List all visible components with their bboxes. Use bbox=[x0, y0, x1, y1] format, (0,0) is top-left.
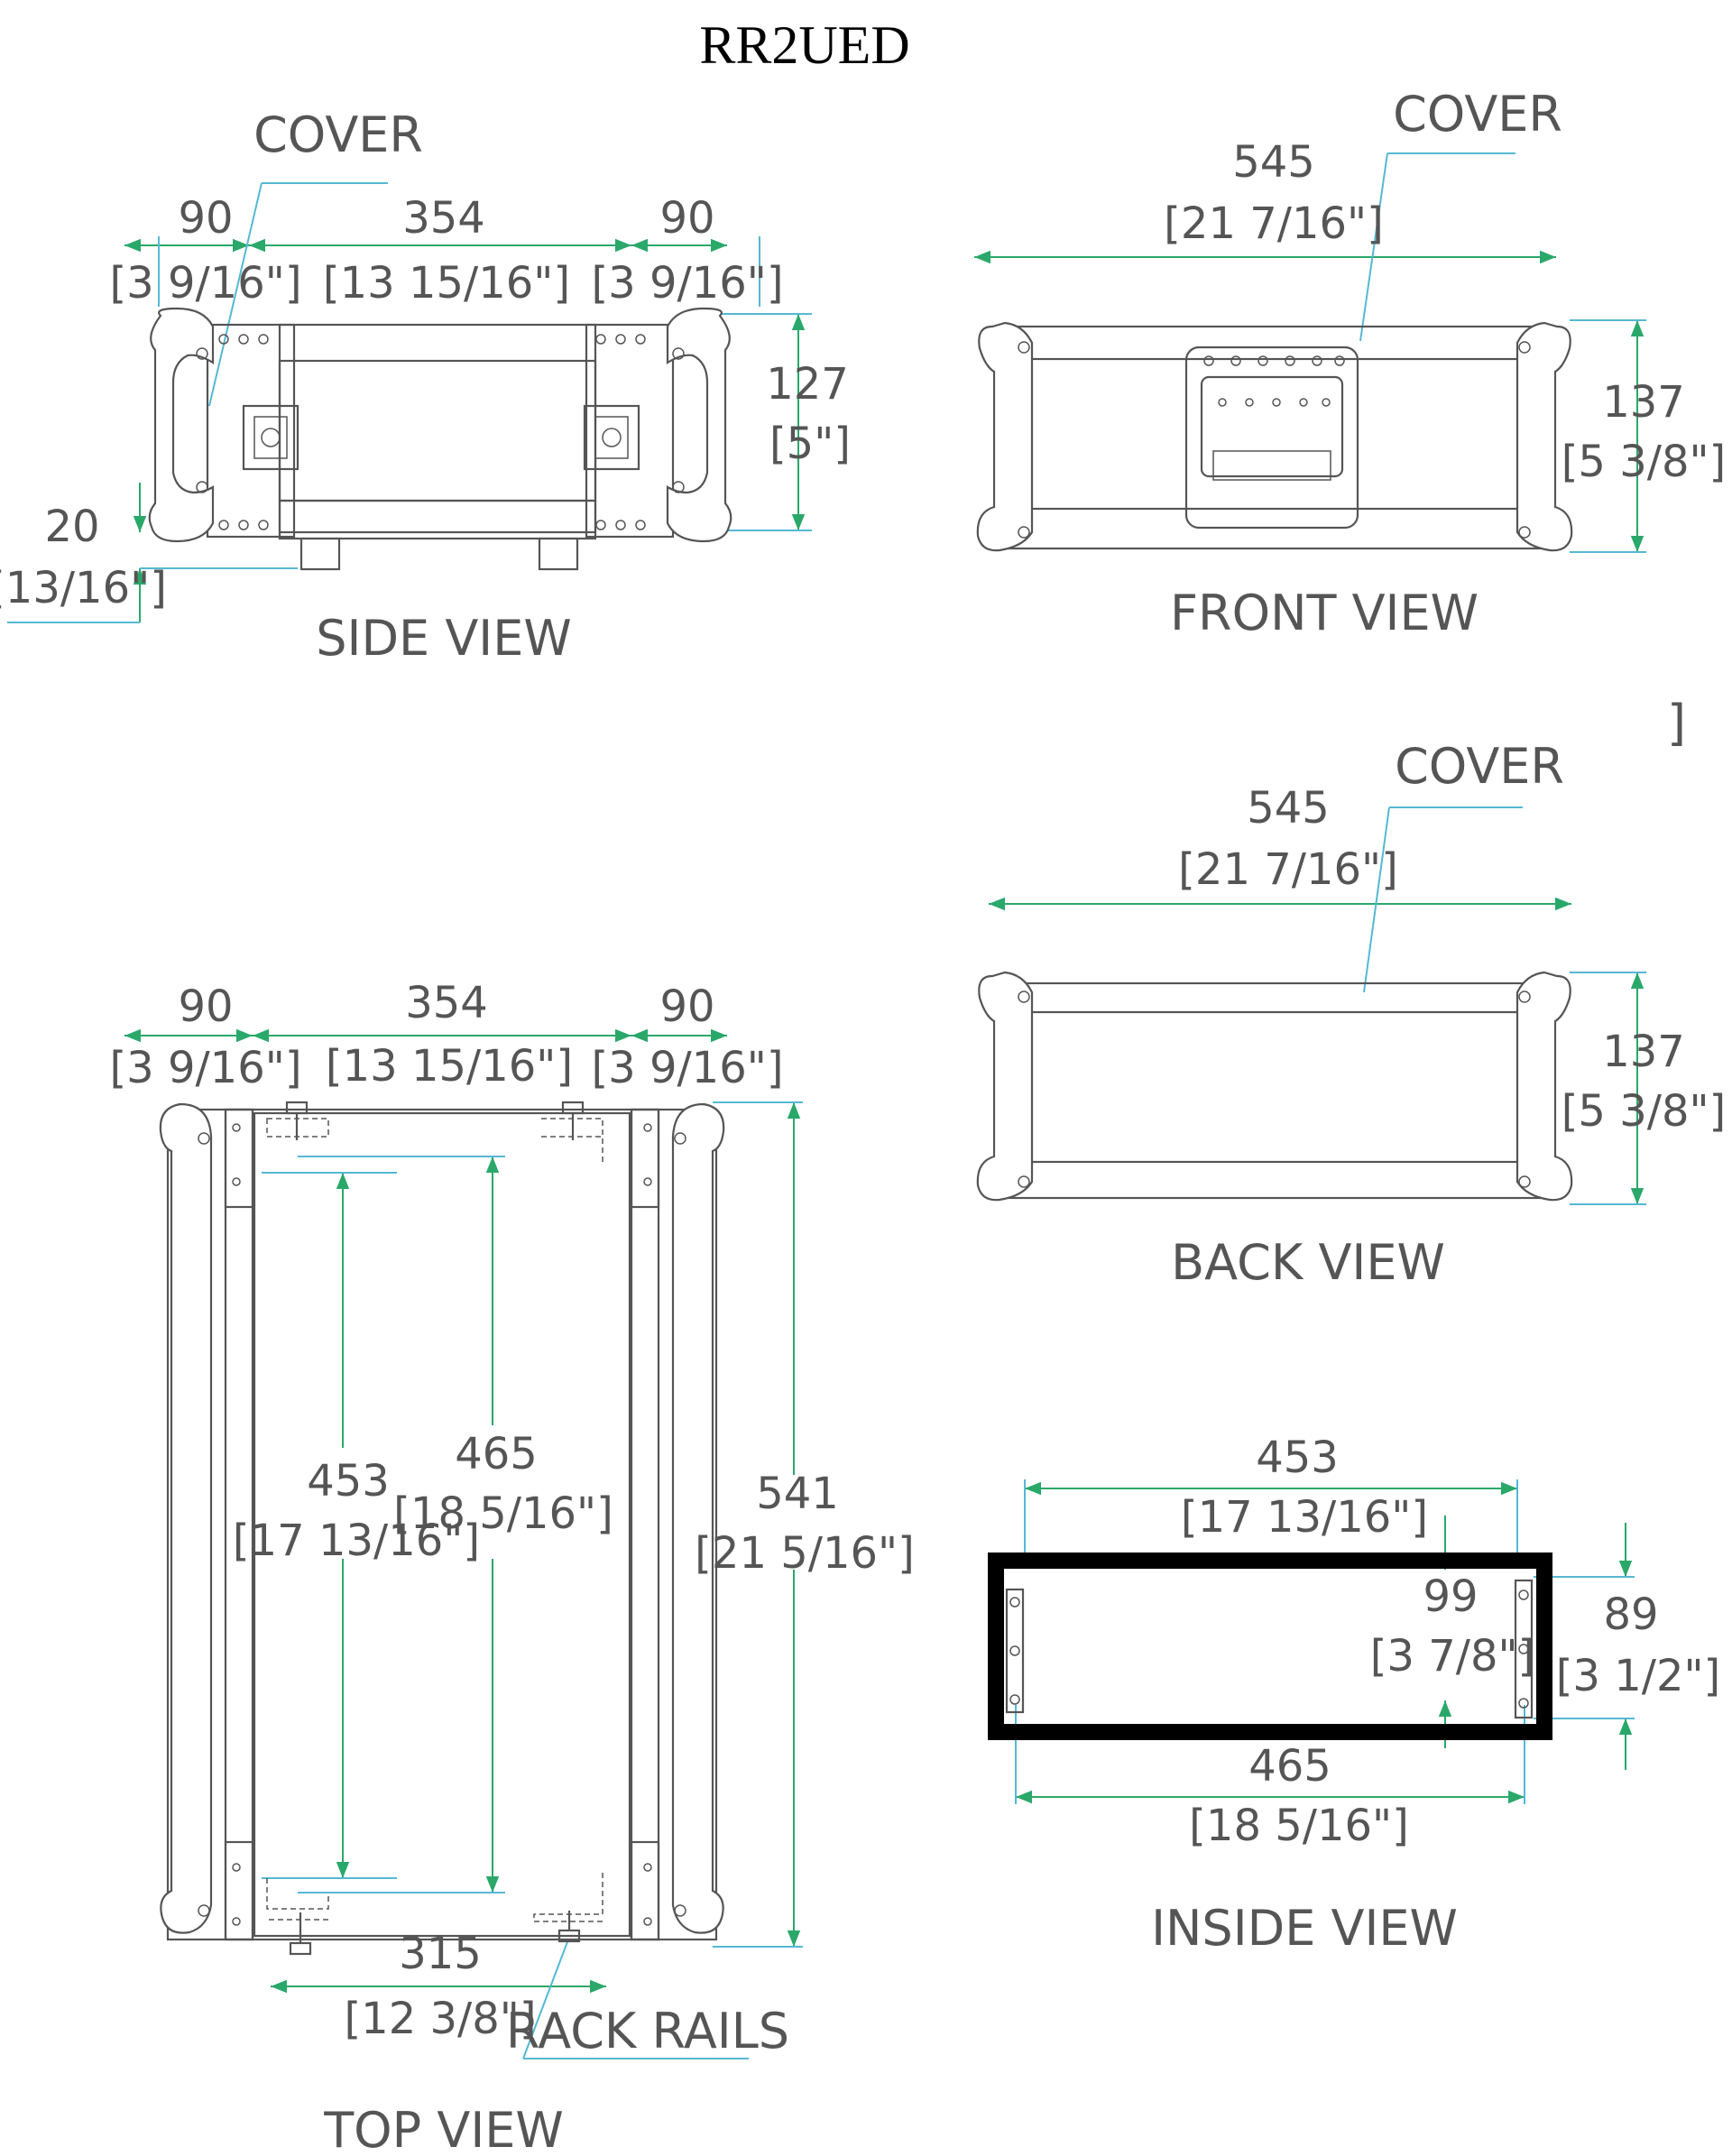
front-cover-leader bbox=[1359, 152, 1388, 342]
side-view: COVER 90 [3 9/16"] 354 [13 15/16"] 90 [3… bbox=[0, 106, 851, 667]
inside-dim-top-in: [17 13/16"] bbox=[1181, 1492, 1428, 1543]
side-corner-left bbox=[148, 307, 215, 543]
back-view: COVER 545 [21 7/16"] 137 [5 3/8"] BACK V… bbox=[976, 738, 1727, 1291]
top-dim-left-mm: 90 bbox=[178, 981, 233, 1032]
back-cover-label: COVER bbox=[1395, 738, 1564, 795]
side-dim-left-mm: 90 bbox=[178, 193, 233, 244]
inside-rail-left bbox=[1005, 1588, 1025, 1714]
front-view: COVER 545 [21 7/16"] 137 [5 3/8"] FRONT … bbox=[974, 86, 1726, 641]
top-view: 90 [3 9/16"] 354 [13 15/16"] 90 [3 9/16"… bbox=[109, 978, 914, 2156]
back-dim-height-mm: 137 bbox=[1602, 1027, 1685, 1077]
inside-dim-bottom-in: [18 5/16"] bbox=[1189, 1801, 1409, 1851]
side-dim-left-in: [3 9/16"] bbox=[109, 258, 301, 309]
inside-dim-outer-height-in: [3 1/2"] bbox=[1556, 1651, 1721, 1701]
back-dim-height-in: [5 3/8"] bbox=[1562, 1086, 1727, 1137]
top-rack-rails-label: RACK RAILS bbox=[506, 2003, 789, 2059]
front-dim-height-in: [5 3/8"] bbox=[1562, 437, 1727, 487]
back-dim-width-mm: 545 bbox=[1247, 783, 1330, 834]
inside-view-label: INSIDE VIEW bbox=[1151, 1900, 1458, 1957]
side-dim-right-mm: 90 bbox=[659, 193, 714, 244]
side-latch-right bbox=[583, 404, 640, 471]
side-corner-right bbox=[666, 307, 732, 543]
top-dim-depth-mm: 541 bbox=[756, 1469, 839, 1519]
side-dim-foot-mm: 20 bbox=[44, 502, 99, 552]
front-corner-right bbox=[1516, 321, 1573, 552]
top-rack-rails-leader bbox=[522, 1939, 569, 2059]
side-dim-height-mm: 127 bbox=[766, 359, 849, 410]
side-dim-right-in: [3 9/16"] bbox=[591, 258, 783, 309]
top-dim-left-in: [3 9/16"] bbox=[109, 1043, 301, 1093]
top-rail-rear-right bbox=[533, 1873, 603, 1922]
back-view-label: BACK VIEW bbox=[1171, 1234, 1445, 1291]
front-cover-label: COVER bbox=[1393, 86, 1562, 143]
top-rail-front-left bbox=[266, 1118, 329, 1138]
inside-dim-inner-height-in: [3 7/8"] bbox=[1370, 1631, 1535, 1681]
top-dim-depth-in: [21 5/16"] bbox=[695, 1528, 915, 1579]
inside-opening-frame bbox=[988, 1553, 1552, 1740]
side-dim-height-in: [5"] bbox=[769, 419, 851, 469]
back-corner-left bbox=[976, 971, 1034, 1202]
top-dim-inner-b-mm: 465 bbox=[455, 1429, 538, 1479]
stray-bracket: ] bbox=[1667, 695, 1686, 751]
top-corner-left bbox=[159, 1102, 213, 1934]
top-view-label: TOP VIEW bbox=[323, 2102, 564, 2156]
front-dim-height-mm: 137 bbox=[1602, 377, 1685, 428]
inside-dim-outer-height-mm: 89 bbox=[1603, 1589, 1658, 1640]
side-dim-center-mm: 354 bbox=[402, 193, 485, 244]
side-cover-label: COVER bbox=[253, 106, 423, 163]
inside-dim-top-mm: 453 bbox=[1256, 1433, 1339, 1483]
side-view-label: SIDE VIEW bbox=[316, 610, 571, 667]
top-dim-center-in: [13 15/16"] bbox=[326, 1041, 573, 1092]
back-dim-width-in: [21 7/16"] bbox=[1178, 844, 1398, 895]
top-corner-right bbox=[671, 1102, 725, 1934]
front-view-label: FRONT VIEW bbox=[1170, 585, 1479, 641]
top-dim-inner-a-mm: 453 bbox=[307, 1456, 390, 1506]
side-cover-leader bbox=[208, 182, 263, 407]
top-dim-inner-b-in: [18 5/16"] bbox=[393, 1488, 613, 1539]
inside-rail-right bbox=[1514, 1579, 1534, 1719]
top-dim-inner-a-in: [17 13/16"] bbox=[233, 1516, 480, 1566]
inside-dim-bottom-mm: 465 bbox=[1248, 1741, 1331, 1792]
front-dim-width-in: [21 7/16"] bbox=[1164, 198, 1384, 249]
top-dim-rail-in: [12 3/8"] bbox=[344, 1994, 536, 2044]
top-dim-right-in: [3 9/16"] bbox=[591, 1043, 783, 1093]
drawing-title: RR2UED bbox=[699, 15, 909, 75]
back-corner-right bbox=[1516, 971, 1573, 1202]
top-dim-center-mm: 354 bbox=[405, 978, 488, 1028]
front-corner-left bbox=[976, 321, 1034, 552]
side-latch-left bbox=[242, 404, 299, 471]
front-handle-dish bbox=[1184, 346, 1359, 530]
front-dim-width-mm: 545 bbox=[1232, 137, 1315, 188]
inside-dim-inner-height-mm: 99 bbox=[1423, 1571, 1478, 1622]
back-cover-leader bbox=[1363, 806, 1390, 993]
inside-view: 453 [17 13/16"] 99 [3 7/8"] 89 [3 1/2"] … bbox=[988, 1433, 1721, 1957]
top-dim-right-mm: 90 bbox=[659, 981, 714, 1032]
side-dim-center-in: [13 15/16"] bbox=[323, 258, 570, 309]
top-dim-rail-mm: 315 bbox=[399, 1929, 482, 1979]
side-dim-foot-in: [13/16"] bbox=[0, 563, 167, 613]
